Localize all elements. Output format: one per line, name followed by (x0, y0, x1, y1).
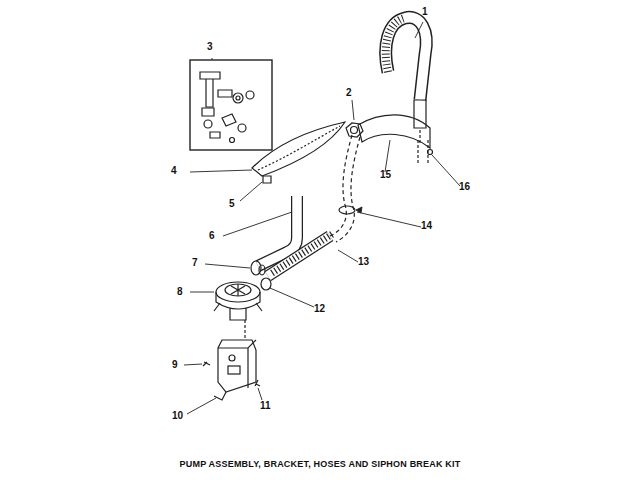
kit-box (190, 60, 272, 150)
callout-number: 5 (229, 199, 235, 209)
callout-number: 16 (459, 182, 470, 192)
caption: PUMP ASSEMBLY, BRACKET, HOSES AND SIPHON… (180, 459, 461, 469)
callout-number: 6 (209, 231, 215, 241)
pump-bracket (214, 340, 256, 400)
pump (214, 282, 262, 320)
callout-number: 12 (314, 304, 325, 314)
kit-parts (200, 72, 254, 143)
shield (252, 122, 345, 176)
callout-number: 10 (172, 411, 183, 421)
callout-number: 13 (358, 257, 369, 267)
strap (358, 115, 430, 148)
callout-number: 2 (346, 88, 352, 98)
callout-number: 7 (192, 258, 198, 268)
callout-number: 4 (171, 166, 177, 176)
callout-number: 15 (380, 170, 391, 180)
callout-number: 1 (422, 7, 428, 17)
leader-lines (184, 22, 460, 414)
callout-number: 11 (260, 401, 271, 411)
callout-number: 14 (421, 221, 432, 231)
callout-number: 8 (177, 287, 183, 297)
clip (263, 176, 271, 183)
callout-number: 9 (172, 360, 178, 370)
callout-number: 3 (207, 42, 213, 52)
